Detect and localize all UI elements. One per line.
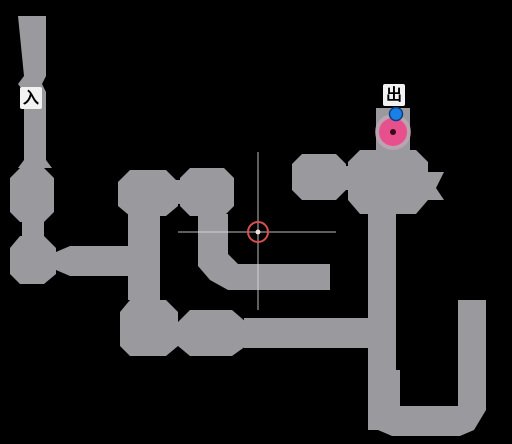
- exit-label: 出: [383, 84, 406, 106]
- goal-marker[interactable]: [375, 114, 411, 150]
- cursor-target[interactable]: [247, 221, 269, 243]
- entrance-label: 入: [20, 87, 43, 109]
- map-floor: [10, 16, 486, 436]
- player-marker[interactable]: [388, 106, 404, 122]
